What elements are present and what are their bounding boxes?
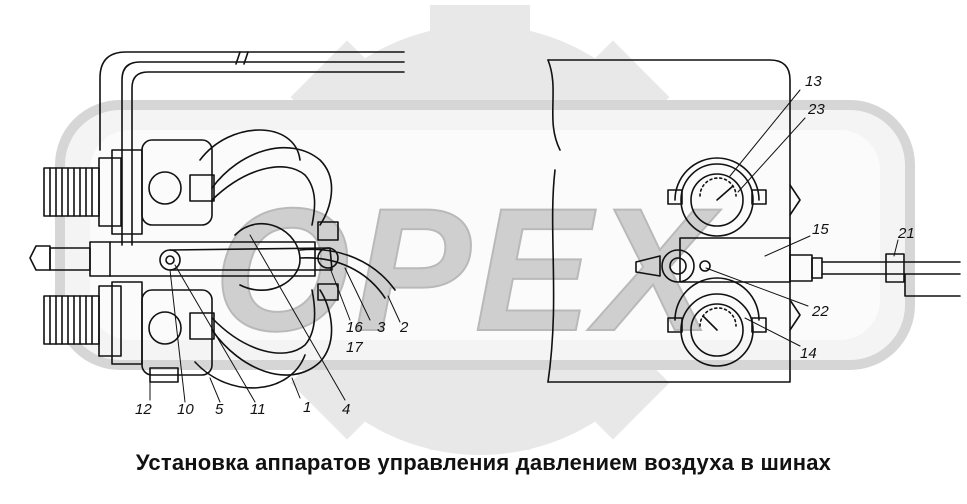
callout-22: 22 xyxy=(811,303,829,320)
outlet-lines xyxy=(789,253,961,297)
callout-17: 17 xyxy=(346,339,363,356)
callout-10: 10 xyxy=(177,401,194,418)
upper-pressure-gauge xyxy=(667,157,767,237)
valve-blocks xyxy=(141,139,215,383)
callout-13: 13 xyxy=(805,73,822,90)
loop-tubes xyxy=(194,129,333,389)
callout-5: 5 xyxy=(215,401,224,418)
figure-caption: Установка аппаратов управления давлением… xyxy=(135,450,832,475)
callout-12: 12 xyxy=(135,401,152,418)
lower-pressure-gauge xyxy=(667,277,767,367)
callout-16: 16 xyxy=(346,319,363,336)
callout-2: 2 xyxy=(399,319,409,336)
callout-1: 1 xyxy=(303,399,311,416)
callout-labels: 13 23 15 21 22 14 16 3 2 17 12 10 5 11 1… xyxy=(135,73,915,418)
upper-air-lines xyxy=(99,51,405,246)
callout-21: 21 xyxy=(897,225,915,242)
callout-14: 14 xyxy=(800,345,817,362)
upper-valve-knob xyxy=(43,149,143,235)
callout-3: 3 xyxy=(377,319,386,336)
callout-23: 23 xyxy=(807,101,825,118)
mounting-bracket xyxy=(29,241,316,277)
drawing xyxy=(29,51,961,403)
callout-15: 15 xyxy=(812,221,829,238)
leader-lines xyxy=(149,89,899,403)
callout-4: 4 xyxy=(342,401,350,418)
lower-valve-knob xyxy=(43,281,143,365)
lever-arm xyxy=(159,221,396,301)
control-tap xyxy=(635,249,711,283)
callout-11: 11 xyxy=(250,401,266,418)
